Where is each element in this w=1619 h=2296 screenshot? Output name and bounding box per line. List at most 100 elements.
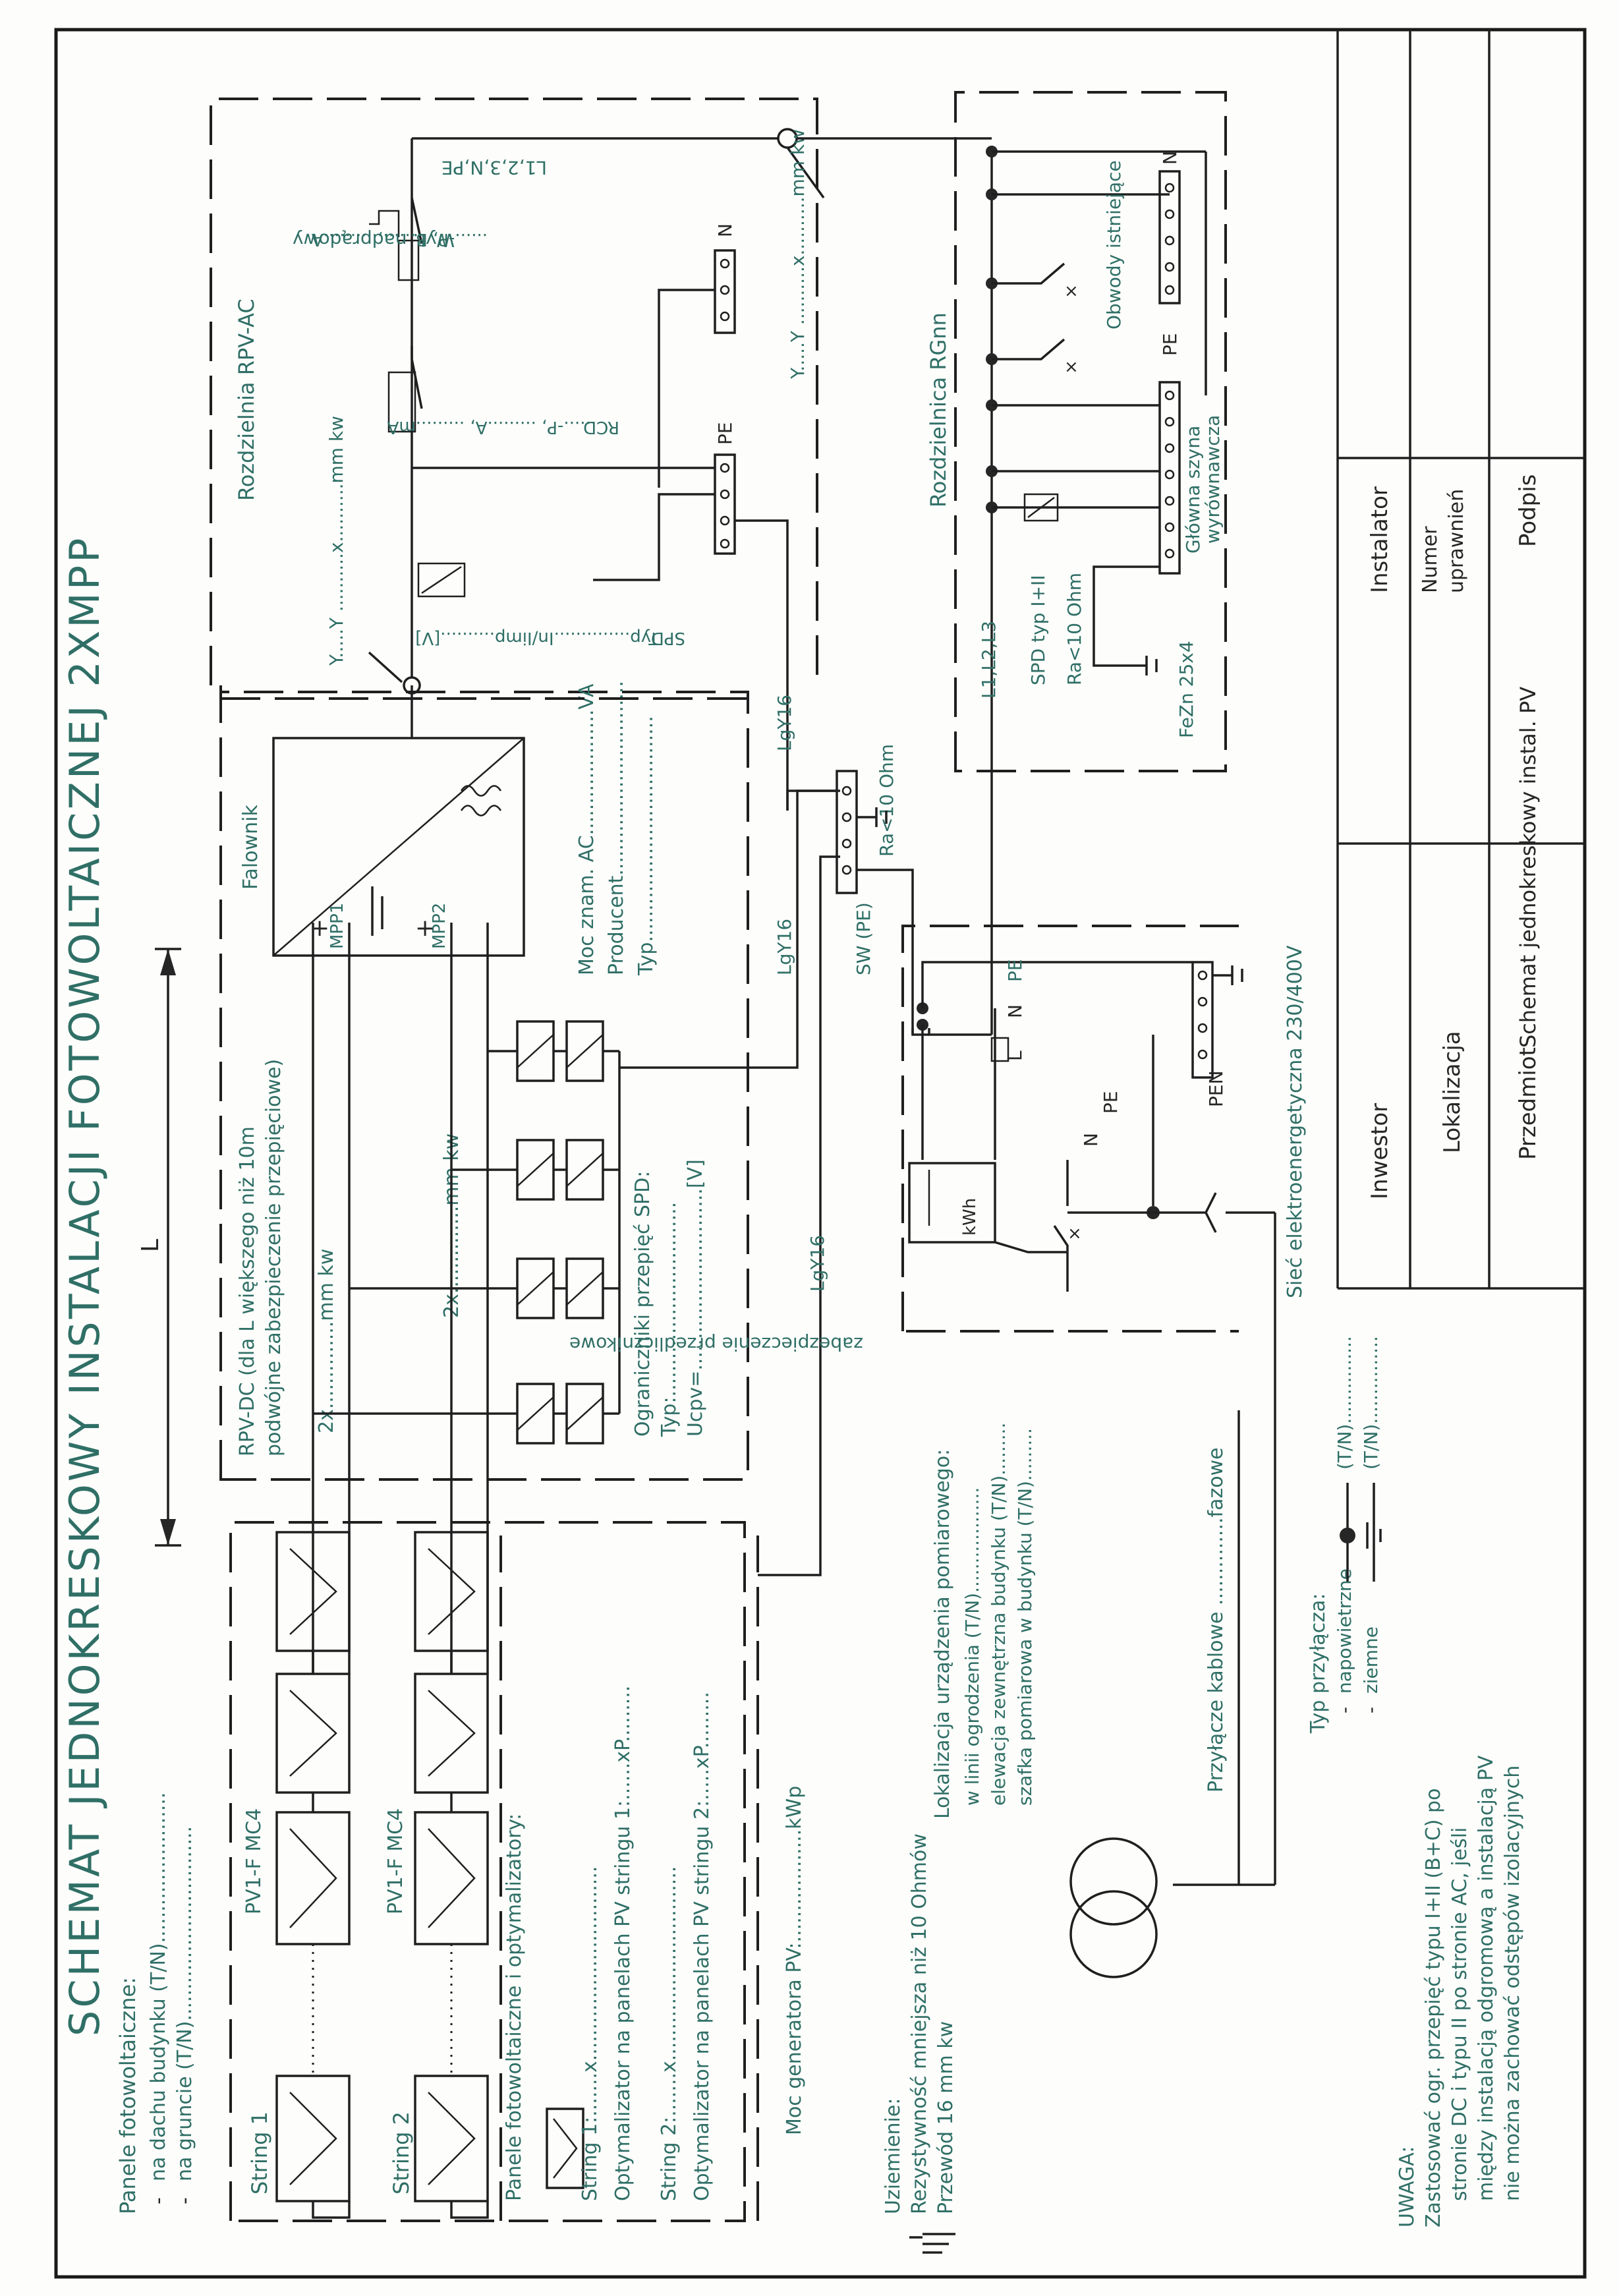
svg-text:Optymalizator na panelach PV s: Optymalizator na panelach PV stringu 2:.… [691, 1692, 714, 2201]
svg-text:elewacja zewnętrzna budynku (T: elewacja zewnętrzna budynku (T/N).......… [988, 1423, 1009, 1806]
svg-text:String 1:.......x.............: String 1:.......x.......................… [579, 1866, 602, 2201]
svg-text:(T/N)...............: (T/N)............... [1334, 1336, 1355, 1470]
svg-text:N: N [1080, 1133, 1102, 1147]
spd-dc-group-1 [488, 1020, 619, 1082]
svg-text:ziemne: ziemne [1360, 1626, 1382, 1694]
optimizer-legend: Panele fotowoltaiczne i optymalizatory: … [499, 1535, 806, 2221]
spd-dc-group-4 [313, 1383, 619, 1445]
svg-text:L1,L2,L3: L1,L2,L3 [978, 621, 1000, 699]
svg-text:na gruncie (T/N)..............: na gruncie (T/N)........................… [173, 1826, 196, 2181]
svg-text:×: × [1064, 281, 1079, 301]
svg-text:Główna szyna: Główna szyna [1182, 426, 1204, 554]
svg-text:RPV-DC (dla L większego niż 10: RPV-DC (dla L większego niż 10m [236, 1126, 259, 1456]
location-info: Lokalizacja urządzenia pomiarowego: w li… [931, 1336, 1382, 1978]
string2-label: String 2 [389, 2111, 414, 2195]
svg-text:Optymalizator na panelach PV s: Optymalizator na panelach PV stringu 1:.… [611, 1686, 635, 2201]
svg-text:napowietrzne: napowietrzne [1334, 1568, 1355, 1694]
svg-text:L: L [1004, 1050, 1026, 1061]
subject-label: Przedmiot [1515, 1047, 1541, 1160]
svg-text:×: × [1067, 1224, 1082, 1244]
title-block: Inwestor Instalator Lokalizacja Numer up… [1336, 30, 1585, 1290]
svg-text:wyrównawcza: wyrównawcza [1202, 415, 1224, 544]
svg-text:N: N [714, 223, 736, 237]
svg-text:LgY16: LgY16 [774, 695, 795, 751]
svg-text:zabezpieczenie przedlicznikowe: zabezpieczenie przedlicznikowe [569, 1333, 863, 1355]
pv-strings-area: String 1 String 2 PV1-F MC4 PV1-F MC4 [229, 1521, 746, 2222]
svg-text:SPD: SPD [651, 628, 685, 648]
svg-text:(T/N)...............: (T/N)............... [1360, 1336, 1382, 1470]
earthing-info: Uziemienie: Rezystywność mniejsza niż 10… [882, 1833, 957, 2254]
signature-label: Podpis [1515, 474, 1541, 547]
svg-text:PE: PE [1159, 333, 1181, 356]
svg-text:nie można zachować odstępów iz: nie można zachować odstępów izolacyjnych [1501, 1765, 1524, 2201]
spd-dc-group-2 [451, 1139, 619, 1201]
svg-text:Panele fotowoltaiczne:: Panele fotowoltaiczne: [115, 1977, 140, 2214]
svg-text:PE: PE [714, 422, 736, 445]
svg-text:LgY16: LgY16 [774, 919, 795, 975]
svg-text:Zastosować ogr. przepięć typu: Zastosować ogr. przepięć typu I+II (B+C)… [1422, 1789, 1445, 2227]
svg-text:Ograniczniki przepięć SPD:: Ograniczniki przepięć SPD: [631, 1171, 654, 1437]
svg-text:Panele fotowoltaiczne i optyma: Panele fotowoltaiczne i optymalizatory: [503, 1814, 526, 2201]
rpv-ac-section: Rozdzielnia RPV-AC Y.....Y ..........x..… [210, 98, 962, 811]
svg-text:Uziemienie:: Uziemienie: [882, 2098, 905, 2214]
svg-text:+: + [415, 915, 435, 942]
svg-text:Rozdzielnia RPV-AC: Rozdzielnia RPV-AC [234, 299, 259, 501]
kwh-meter-label: kWh [960, 1198, 980, 1236]
svg-text:-: - [147, 2197, 170, 2204]
svg-text:Ucpv=.........................: Ucpv=.............................[V] [684, 1159, 707, 1437]
svg-text:LgY16: LgY16 [807, 1235, 828, 1292]
svg-text:L1,2,3,N,PE: L1,2,3,N,PE [441, 157, 547, 179]
meter-section: L N PE kWh × N PE PEN zabezpieczenie prz… [569, 925, 1307, 1886]
svg-text:Wyt. nadprądowy: Wyt. nadprądowy [293, 229, 455, 251]
dc-section: L RPV-DC (dla L większego niż 10m podwój… [137, 691, 840, 1674]
svg-text:Producent.....................: Producent............................... [605, 681, 628, 975]
investor-label: Inwestor [1367, 1103, 1393, 1199]
svg-text:Obwody istniejące: Obwody istniejące [1103, 160, 1125, 330]
svg-text:Przyłącze kablowe ............: Przyłącze kablowe ..............fazowe [1205, 1447, 1228, 1793]
inverter-label: Falownik [239, 805, 262, 890]
svg-text:FeZn 25x4: FeZn 25x4 [1176, 641, 1197, 738]
svg-text:-: - [1360, 1707, 1382, 1713]
svg-text:2x..............mm kw: 2x..............mm kw [315, 1249, 338, 1433]
svg-text:MPP2: MPP2 [430, 903, 449, 949]
string1-label: String 1 [247, 2111, 272, 2195]
spd-dc-group-3 [349, 1257, 619, 1319]
cable1-label: PV1-F MC4 [242, 1808, 266, 1914]
main-ground-bar: LgY16 LgY16 LgY16 SW (PE) Ra<10 Ohm [774, 695, 929, 1292]
svg-text:UWAGA:: UWAGA: [1396, 2146, 1419, 2227]
svg-text:+: + [310, 915, 329, 942]
svg-text:Lokalizacja urządzenia pomiaro: Lokalizacja urządzenia pomiarowego: [931, 1449, 954, 1819]
svg-text:String 2:.......x.............: String 2:.......x.......................… [658, 1866, 681, 2201]
svg-text:w linii ogrodzenia (T/N)......: w linii ogrodzenia (T/N)................… [961, 1487, 983, 1806]
svg-text:na dachu budynku (T/N)........: na dachu budynku (T/N)..................… [147, 1793, 170, 2181]
svg-text:L: L [137, 1239, 164, 1252]
svg-text:Przewód 16 mm kw: Przewód 16 mm kw [934, 2021, 957, 2214]
svg-text:PE: PE [1100, 1091, 1122, 1114]
svg-text:PE: PE [1004, 959, 1026, 982]
svg-text:Sieć elektroenergetyczna 230/4: Sieć elektroenergetyczna 230/400V [1284, 945, 1307, 1298]
svg-text:RCD: RCD [583, 417, 619, 437]
inverter: Falownik MPP1 MPP2 + + Moc znam. AC.....… [219, 681, 748, 976]
svg-text:między instalacją odgromową a: między instalacją odgromową a instalacją… [1475, 1755, 1498, 2201]
svg-text:Typ przyłącza:: Typ przyłącza: [1307, 1593, 1330, 1734]
svg-text:Ra<10 Ohm: Ra<10 Ohm [876, 744, 897, 857]
svg-text:......-P, .........A, ........: ......-P, .........A, .........mA [387, 417, 596, 437]
page-title: SCHEMAT JEDNOKRESKOWY INSTALACJI FOTOWOL… [61, 535, 109, 2036]
svg-text:Typ:..........................: Typ:............................... [658, 1202, 681, 1437]
rgnn-section: Rozdzielnica RGnn L1,L2,L3 × × N Obwody … [926, 91, 1227, 1035]
installer-label: Instalator [1367, 486, 1393, 593]
transformer-icon [1069, 1837, 1158, 1978]
svg-text:Moc generatora PV:............: Moc generatora PV:..................kWp [783, 1786, 806, 2135]
svg-text:PEN: PEN [1205, 1070, 1227, 1107]
subject-value: Schemat jednokreskowy instal. PV [1516, 687, 1541, 1048]
svg-text:MPP1: MPP1 [327, 903, 347, 949]
svg-text:-: - [173, 2197, 196, 2204]
svg-text:Ra<10 Ohm: Ra<10 Ohm [1064, 573, 1085, 685]
svg-text:Y.....Y ..........x..........m: Y.....Y ..........x..........mm kw [787, 129, 809, 380]
svg-text:N: N [1159, 151, 1181, 165]
svg-text:Y.....Y ..........x..........m: Y.....Y ..........x..........mm kw [326, 416, 347, 666]
svg-text:stronie DC i typu II po stroni: stronie DC i typu II po stronie AC, jeśl… [1448, 1827, 1471, 2201]
sheet-frame [54, 28, 1587, 2279]
svg-text:Rozdzielnica RGnn: Rozdzielnica RGnn [926, 312, 951, 507]
